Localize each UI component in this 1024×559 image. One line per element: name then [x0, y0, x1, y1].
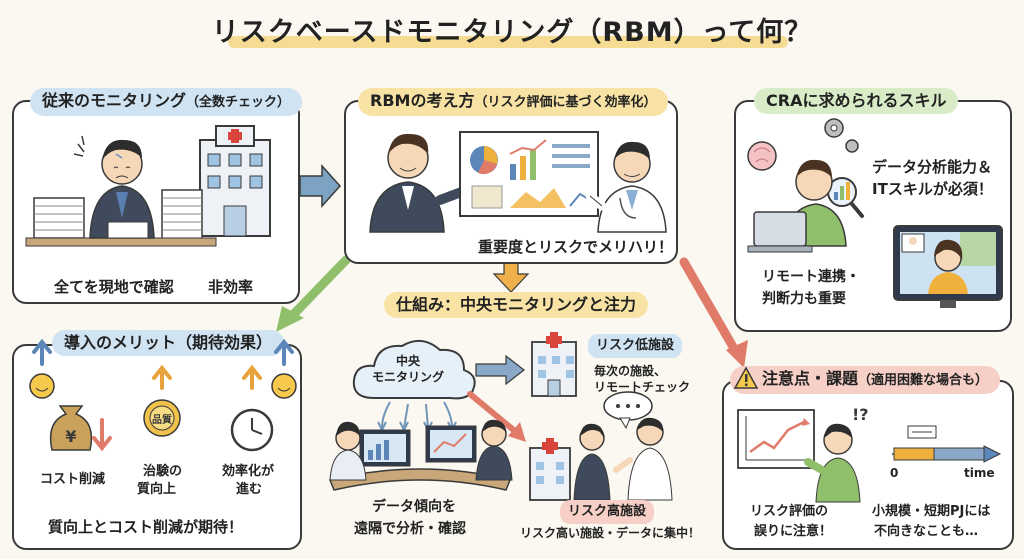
clock-icon: [230, 408, 274, 452]
gear-icon: [824, 118, 859, 153]
doctor-icon: [585, 141, 667, 233]
warning-icon: [733, 366, 759, 389]
low-risk-desc-line2: リモートチェック: [594, 380, 691, 394]
issues-heading: 注意点・課題（適用困難な場合も）: [730, 366, 1001, 394]
magnifier-chart-icon: [827, 177, 864, 218]
high-risk-label: リスク高施設: [560, 500, 655, 524]
traditional-illustration: [25, 125, 271, 247]
benefit-quality-label-1: 治験の: [143, 464, 183, 479]
cloud-label-line2: モニタリング: [372, 370, 445, 384]
up-arrow-icon: [242, 364, 262, 390]
exclamation-question-icon: !?: [852, 405, 869, 424]
arrow-to-high-risk: [467, 391, 519, 435]
hospital-icon: [199, 125, 271, 237]
cloud-label-line1: 中央: [396, 354, 421, 368]
dashboard-board-icon: [459, 131, 599, 217]
benefits-illustration: ¥ 品質: [29, 338, 297, 452]
rbm-heading: RBMの考え方（リスク評価に基づく効率化）: [358, 88, 669, 116]
analysts-desk-icon: [328, 419, 513, 491]
timeline-end-label: time: [964, 466, 995, 480]
low-risk-desc-line1: 毎次の施設、: [594, 364, 667, 378]
cra-skill-line1: データ分析能力＆: [872, 158, 993, 176]
title-highlight: [228, 36, 788, 48]
analyst-icon: [747, 159, 847, 253]
smiley-icon: [29, 373, 55, 399]
short-timeline-icon: [892, 425, 1002, 463]
traditional-heading: 従来のモニタリング（全数チェック）: [30, 88, 303, 116]
issues-left-line2: 誤りに注意！: [754, 524, 833, 539]
site-meeting-icon: [573, 417, 673, 501]
rbm-illustration: [369, 131, 667, 233]
quality-badge-icon: 品質: [143, 399, 181, 437]
confused-person-icon: [804, 423, 861, 503]
svg-text:¥: ¥: [65, 427, 76, 446]
mechanism-heading: 仕組み：中央モニタリングと注力: [384, 292, 649, 318]
high-risk-hospital-icon: [529, 438, 571, 501]
brain-icon: [747, 141, 777, 171]
issues-illustration: !?: [737, 405, 1002, 503]
speech-bubble-icon: [603, 391, 653, 430]
arrow-to-benefits: [285, 255, 351, 323]
benefit-quality-label-2: 質向上: [137, 482, 177, 497]
arrow-to-issues: [679, 257, 741, 357]
up-arrow-icon: [274, 338, 294, 366]
benefits-summary: 質向上とコスト削減が期待！: [48, 518, 244, 536]
low-risk-label: リスク低施設: [588, 334, 683, 358]
traditional-caption-right: 非効率: [208, 278, 254, 296]
benefit-efficiency-label-1: 効率化が: [222, 464, 275, 479]
up-arrow-icon: [152, 364, 172, 390]
stressed-worker-icon: [89, 139, 155, 239]
arrow-to-low-risk: [475, 354, 525, 386]
video-call-monitor-icon: [893, 225, 1003, 308]
rbm-caption: 重要度とリスクでメリハリ！: [478, 238, 674, 256]
issues-left-line1: リスク評価の: [750, 504, 829, 519]
analysis-caption-line2: 遠隔で分析・確認: [354, 521, 466, 537]
risk-chart-board-icon: [737, 409, 815, 469]
timeline-start-label: 0: [890, 466, 899, 480]
down-arrow-icon: [92, 418, 112, 452]
low-risk-hospital-icon: [531, 332, 577, 397]
benefit-cost-label: コスト削減: [40, 472, 106, 487]
smiley-icon: [271, 373, 297, 399]
traditional-caption-left: 全てを現地で確認: [54, 278, 174, 296]
paper-stack-left-icon: [33, 197, 85, 239]
cra-skill-line2: ITスキルが必須！: [872, 180, 993, 198]
cra-illustration: [747, 118, 1003, 308]
svg-text:品質: 品質: [152, 413, 172, 426]
paper-stack-right-icon: [161, 189, 203, 241]
cra-remote-line1: リモート連携・: [762, 269, 860, 285]
cra-remote-line2: 判断力も重要: [762, 291, 846, 307]
analysis-caption-line1: データ傾向を: [372, 499, 456, 515]
issues-right-line2: 不向きなことも…: [874, 524, 979, 539]
benefits-heading: 導入のメリット（期待効果）: [52, 330, 285, 356]
mechanism-illustration: [328, 332, 673, 501]
issues-right-line1: 小規模・短期PJには: [872, 504, 991, 519]
high-risk-desc: リスク高い施設・データに集中！: [520, 526, 701, 540]
money-bag-icon: ¥: [49, 405, 93, 451]
up-arrow-icon: [32, 338, 52, 366]
page-title: リスクベースドモニタリング（RBM）って何？: [211, 17, 813, 48]
benefit-efficiency-label-2: 進む: [236, 482, 263, 497]
arrow-to-rbm: [299, 164, 342, 208]
cra-heading: CRAに求められるスキル: [754, 88, 959, 114]
